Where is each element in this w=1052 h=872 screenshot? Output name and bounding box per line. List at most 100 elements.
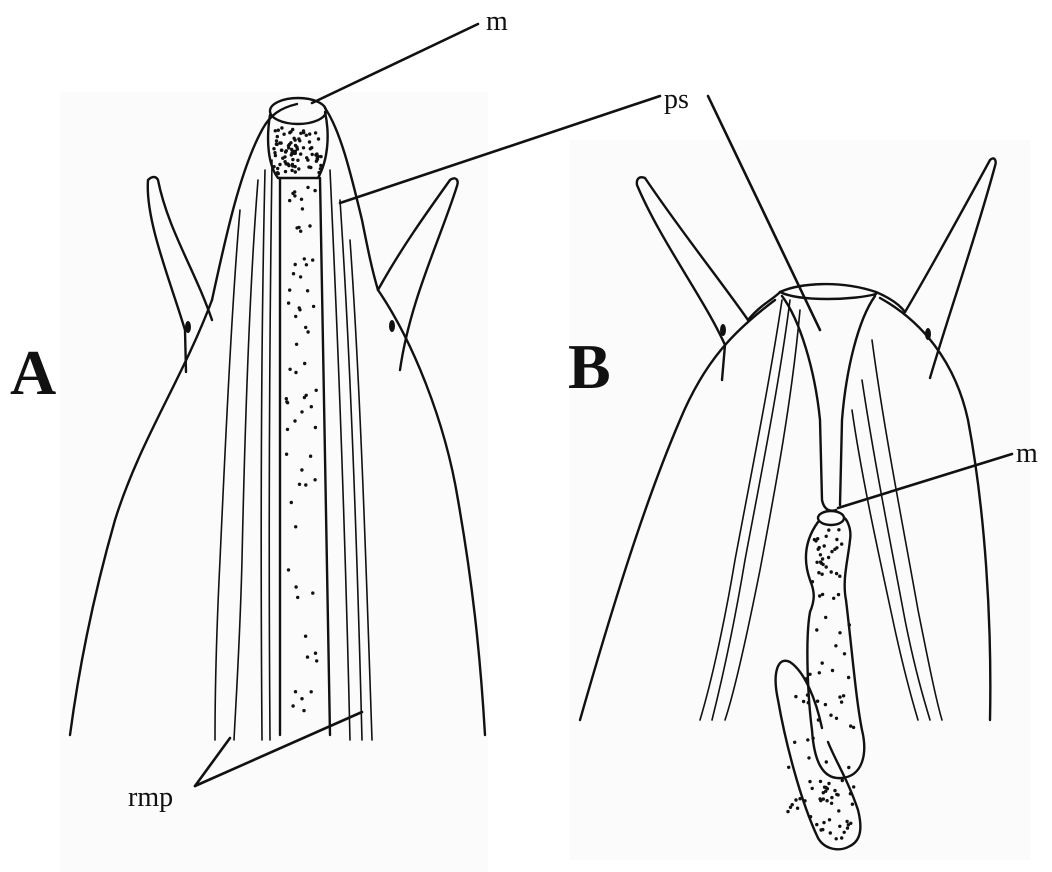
stipple-dot <box>824 703 827 706</box>
stipple-dot <box>283 155 286 158</box>
stipple-dot <box>823 544 826 547</box>
stipple-dot <box>852 785 855 788</box>
stipple-dot <box>838 695 841 698</box>
stipple-dot <box>287 144 290 147</box>
stipple-dot <box>294 315 297 318</box>
stipple-dot <box>835 837 838 840</box>
stipple-dot <box>291 704 294 707</box>
stipple-dot <box>315 160 318 163</box>
stipple-dot <box>835 793 838 796</box>
stipple-dot <box>273 151 276 154</box>
panel-letter-b: B <box>568 331 611 402</box>
stipple-dot <box>315 659 318 662</box>
stipple-dot <box>299 152 302 155</box>
stipple-dot <box>299 275 302 278</box>
stipple-dot <box>297 167 300 170</box>
stipple-dot <box>825 565 828 568</box>
stipple-dot <box>292 272 295 275</box>
stipple-dot <box>829 714 832 717</box>
panel-a-background <box>60 92 488 872</box>
stipple-dot <box>794 798 797 801</box>
label-ps: ps <box>664 84 689 115</box>
stipple-dot <box>811 737 814 740</box>
stipple-dot <box>846 826 849 829</box>
stipple-dot <box>306 330 309 333</box>
stipple-dot <box>840 542 843 545</box>
stipple-dot <box>315 389 318 392</box>
stipple-dot <box>852 726 855 729</box>
stipple-dot <box>818 594 821 597</box>
stipple-dot <box>843 652 846 655</box>
stipple-dot <box>289 141 292 144</box>
stipple-dot <box>306 158 309 161</box>
stipple-dot <box>308 132 311 135</box>
stipple-dot <box>808 780 811 783</box>
stipple-dot <box>295 343 298 346</box>
stipple-dot <box>274 129 277 132</box>
stipple-dot <box>286 401 289 404</box>
stipple-dot <box>285 397 288 400</box>
stipple-dot <box>305 134 308 137</box>
stipple-dot <box>308 224 311 227</box>
stipple-dot <box>314 652 317 655</box>
stipple-dot <box>294 263 297 266</box>
panel-a-left-papilla-pore <box>185 321 191 333</box>
stipple-dot <box>811 787 814 790</box>
stipple-dot <box>275 139 278 142</box>
stipple-dot <box>842 694 845 697</box>
stipple-dot <box>277 129 280 132</box>
stipple-dot <box>275 143 278 146</box>
stipple-dot <box>311 153 314 156</box>
stipple-dot <box>802 700 805 703</box>
stipple-dot <box>280 126 283 129</box>
stipple-dot <box>301 207 304 210</box>
stipple-dot <box>819 780 822 783</box>
panel-a-right-papilla-pore <box>389 320 395 332</box>
stipple-dot <box>830 570 833 573</box>
stipple-dot <box>310 690 313 693</box>
stipple-dot <box>300 410 303 413</box>
stipple-dot <box>838 631 841 634</box>
stipple-dot <box>817 571 820 574</box>
stipple-dot <box>848 623 851 626</box>
stipple-dot <box>294 525 297 528</box>
stipple-dot <box>817 718 820 721</box>
stipple-dot <box>825 535 828 538</box>
stipple-dot <box>304 326 307 329</box>
stipple-dot <box>815 561 818 564</box>
stipple-dot <box>796 807 799 810</box>
stipple-dot <box>300 198 303 201</box>
stipple-dot <box>815 628 818 631</box>
stipple-dot <box>830 550 833 553</box>
stipple-dot <box>276 135 279 138</box>
stipple-dot <box>276 167 279 170</box>
stipple-dot <box>294 690 297 693</box>
stipple-dot <box>302 709 305 712</box>
stipple-dot <box>834 644 837 647</box>
stipple-dot <box>291 158 294 161</box>
stipple-dot <box>840 836 843 839</box>
stipple-dot <box>310 146 313 149</box>
stipple-dot <box>825 799 828 802</box>
stipple-dot <box>319 164 322 167</box>
stipple-dot <box>829 831 832 834</box>
stipple-dot <box>805 677 808 680</box>
stipple-dot <box>286 428 289 431</box>
stipple-dot <box>825 760 828 763</box>
stipple-dot <box>279 141 282 144</box>
stipple-dot <box>317 171 320 174</box>
stipple-dot <box>819 828 822 831</box>
panel-b-right-papilla-pore <box>925 328 931 340</box>
stipple-dot <box>287 301 290 304</box>
stipple-dot <box>835 546 838 549</box>
stipple-dot <box>806 738 809 741</box>
stipple-dot <box>833 789 836 792</box>
stipple-dot <box>300 697 303 700</box>
stipple-dot <box>311 591 314 594</box>
stipple-dot <box>290 501 293 504</box>
stipple-dot <box>837 593 840 596</box>
stipple-dot <box>288 199 291 202</box>
stipple-dot <box>831 669 834 672</box>
stipple-dot <box>313 189 316 192</box>
stipple-dot <box>314 131 317 134</box>
